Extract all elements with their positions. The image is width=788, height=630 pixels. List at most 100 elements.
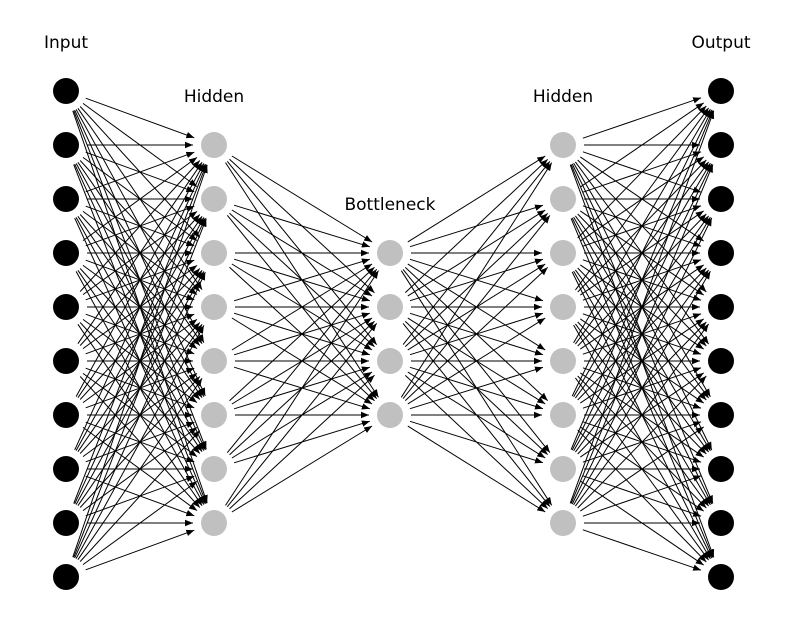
input-layer-node bbox=[53, 456, 79, 482]
output-layer-node bbox=[708, 564, 734, 590]
connection-arrow bbox=[582, 475, 702, 517]
connection-arrow bbox=[74, 163, 206, 451]
hidden-layer-1-title: Hidden bbox=[184, 87, 244, 107]
output-layer-node bbox=[708, 348, 734, 374]
hidden-layer-1-node bbox=[201, 402, 227, 428]
connection-arrow bbox=[407, 155, 546, 243]
input-layer-node bbox=[53, 348, 79, 374]
bottleneck-layer-node bbox=[377, 294, 403, 320]
connection-arrow bbox=[582, 529, 702, 571]
connection-arrow bbox=[226, 268, 378, 454]
connection-arrow bbox=[231, 155, 373, 243]
connection-arrow bbox=[79, 160, 201, 292]
hidden-layer-2-node bbox=[550, 186, 576, 212]
connection-arrow bbox=[404, 267, 549, 401]
connection-arrow bbox=[72, 164, 208, 558]
connection-arrow bbox=[570, 164, 714, 504]
bottleneck-layer-title: Bottleneck bbox=[344, 195, 435, 215]
hidden-layer-2-node bbox=[550, 294, 576, 320]
output-layer-node bbox=[708, 402, 734, 428]
connection-arrow bbox=[407, 317, 546, 405]
connection-arrow bbox=[77, 162, 203, 344]
connection-arrow bbox=[404, 159, 549, 293]
hidden-layer-2-node bbox=[550, 348, 576, 374]
connection-arrow bbox=[231, 263, 373, 351]
connection-arrow bbox=[226, 322, 378, 508]
input-layer-node bbox=[53, 78, 79, 104]
connection-arrow bbox=[580, 426, 704, 512]
hidden-layer-1-node bbox=[201, 186, 227, 212]
input-layer-node bbox=[53, 132, 79, 158]
input-layer-node bbox=[53, 240, 79, 266]
output-layer-node bbox=[708, 78, 734, 104]
connection-arrow bbox=[574, 323, 710, 507]
connection-arrow bbox=[75, 163, 205, 397]
hidden-layer-2-node bbox=[550, 132, 576, 158]
hidden-layer-2-node bbox=[550, 456, 576, 482]
output-layer-node bbox=[708, 186, 734, 212]
connection-arrow bbox=[402, 215, 551, 399]
connection-arrow bbox=[570, 110, 714, 450]
connection-arrow bbox=[409, 366, 544, 410]
input-layer-node bbox=[53, 402, 79, 428]
connection-arrow bbox=[229, 266, 375, 402]
layer-titles: Input Hidden Bottleneck Hidden Output bbox=[44, 33, 751, 215]
bottleneck-layer-node bbox=[377, 402, 403, 428]
output-layer-node bbox=[708, 510, 734, 536]
hidden-layer-1-node bbox=[201, 132, 227, 158]
connection-arrow bbox=[400, 162, 553, 398]
connection-arrow bbox=[580, 102, 704, 188]
connection-arrow bbox=[75, 325, 205, 559]
connection-arrow bbox=[402, 161, 551, 345]
output-layer-title: Output bbox=[691, 33, 750, 53]
hidden-layer-2-node bbox=[550, 510, 576, 536]
connection-arrow bbox=[573, 270, 711, 506]
connections bbox=[72, 97, 715, 571]
connection-arrow bbox=[77, 378, 203, 560]
hidden-layer-1-node bbox=[201, 348, 227, 374]
connection-arrow bbox=[73, 218, 207, 558]
neurons bbox=[53, 78, 734, 590]
hidden-layer-2-node bbox=[550, 240, 576, 266]
connection-arrow bbox=[582, 97, 702, 139]
connection-arrow bbox=[82, 480, 198, 566]
bottleneck-layer-node bbox=[377, 240, 403, 266]
hidden-layer-1-node bbox=[201, 510, 227, 536]
connection-arrow bbox=[569, 110, 715, 504]
connection-arrow bbox=[74, 271, 206, 559]
hidden-layer-1-node bbox=[201, 240, 227, 266]
connection-arrow bbox=[407, 425, 546, 513]
connection-arrow bbox=[571, 217, 713, 505]
connection-arrow bbox=[577, 375, 707, 509]
input-layer-title: Input bbox=[44, 33, 88, 53]
connection-arrow bbox=[233, 258, 371, 302]
connection-arrow bbox=[233, 204, 371, 248]
hidden-layer-1-node bbox=[201, 456, 227, 482]
connection-arrow bbox=[85, 97, 195, 139]
connection-arrow bbox=[409, 420, 544, 464]
connection-arrow bbox=[82, 156, 198, 242]
connection-arrow bbox=[571, 109, 713, 397]
output-layer-node bbox=[708, 294, 734, 320]
input-layer-node bbox=[53, 294, 79, 320]
hidden-layer-1-node bbox=[201, 294, 227, 320]
connection-arrow bbox=[231, 425, 373, 513]
connection-arrow bbox=[73, 164, 207, 504]
input-layer-node bbox=[53, 186, 79, 212]
connection-arrow bbox=[79, 430, 201, 562]
connection-arrow bbox=[573, 108, 711, 344]
connection-arrow bbox=[574, 107, 710, 291]
connection-arrow bbox=[229, 374, 375, 510]
output-layer-node bbox=[708, 132, 734, 158]
connection-arrow bbox=[225, 270, 379, 506]
hidden-layer-2-title: Hidden bbox=[533, 87, 593, 107]
connection-arrow bbox=[85, 151, 195, 193]
input-layer-node bbox=[53, 564, 79, 590]
input-layer-node bbox=[53, 510, 79, 536]
hidden-layer-2-node bbox=[550, 402, 576, 428]
connection-arrow bbox=[85, 529, 195, 571]
connection-arrow bbox=[577, 105, 707, 239]
output-layer-node bbox=[708, 240, 734, 266]
output-layer-node bbox=[708, 456, 734, 482]
